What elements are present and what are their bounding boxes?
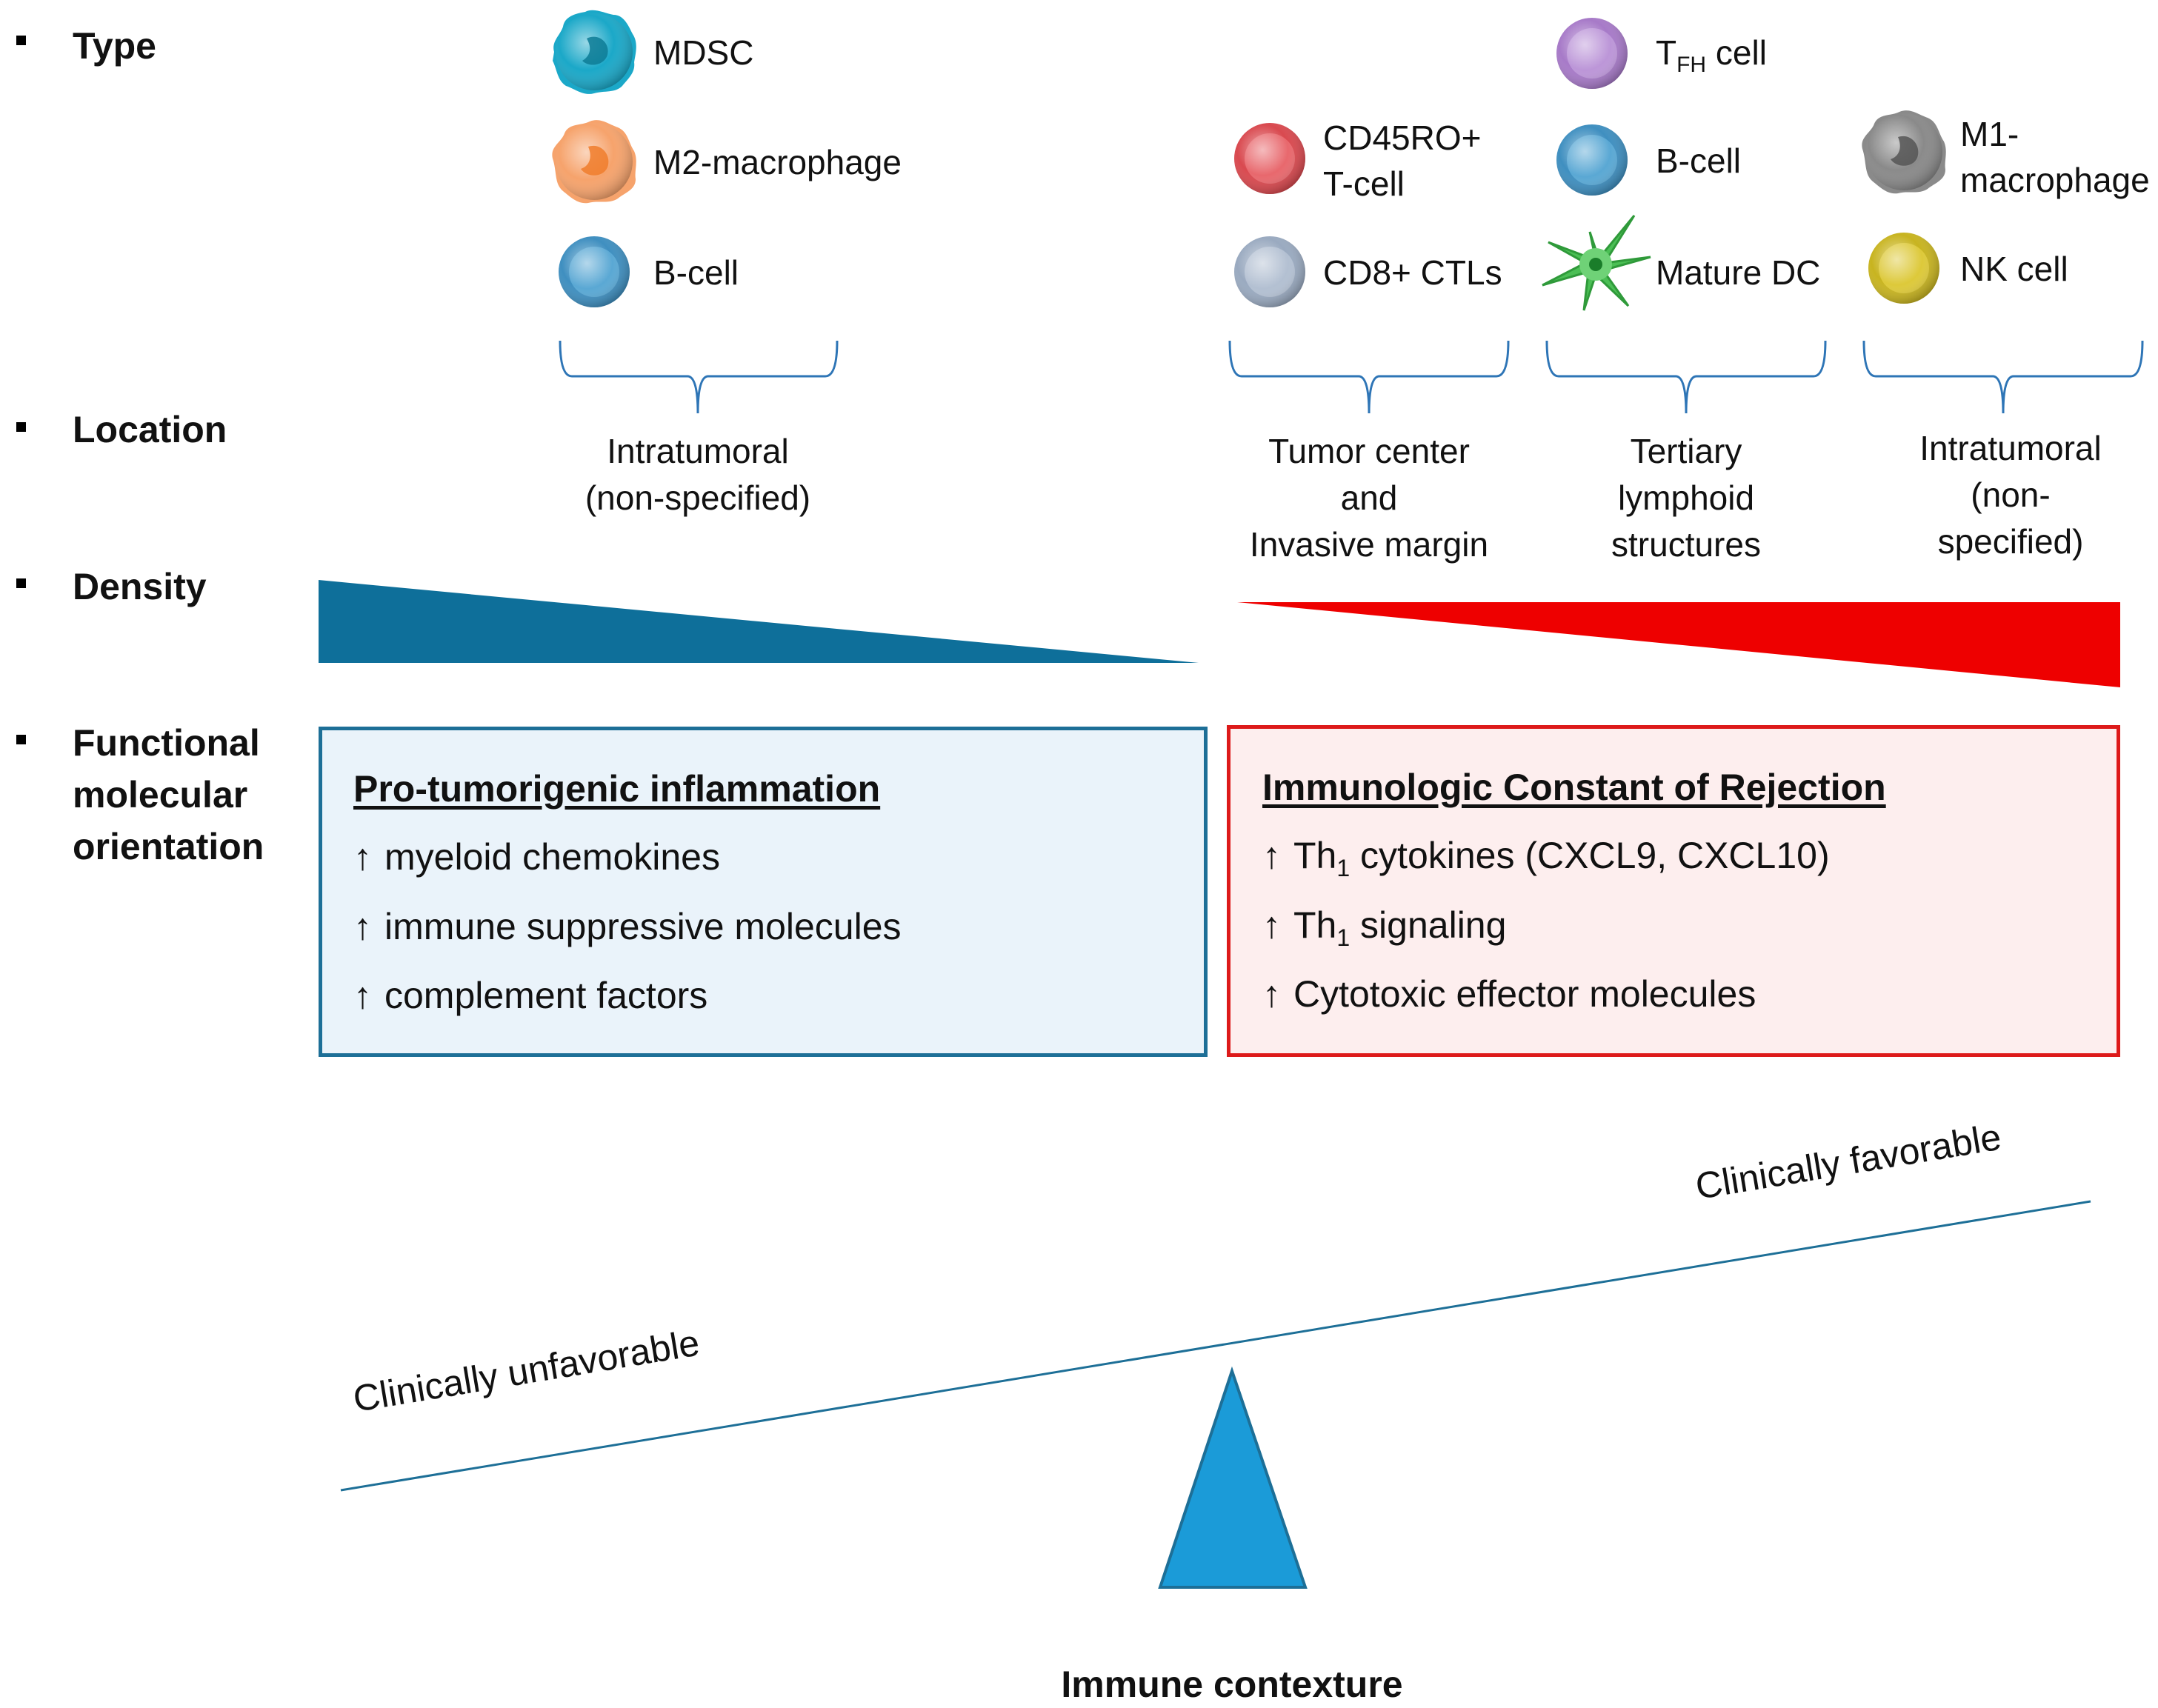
fulcrum-triangle (1158, 1366, 1308, 1589)
right-box-item-2-sub: 1 (1336, 924, 1351, 951)
b-cell-right-label: B-cell (1656, 141, 1742, 180)
left-box-item-2-text: immune suppressive molecules (384, 906, 902, 947)
pro-tumorigenic-box: Pro-tumorigenic inflammation ↑ myeloid ch… (319, 727, 1208, 1057)
balance-beam (340, 1200, 2091, 1492)
immunologic-constant-box: Immunologic Constant of Rejection ↑Th1 c… (1227, 725, 2120, 1057)
brace-right (1862, 340, 2144, 414)
b-cell-icon (559, 236, 630, 307)
functional-bullet (16, 735, 26, 744)
location-tertiary-line2: lymphoid (1617, 478, 1755, 517)
location-center-line1: Tumor center (1268, 432, 1470, 470)
nk-cell-icon (1868, 233, 1939, 304)
density-row-label: Density (73, 566, 207, 607)
functional-line-1: Functional (73, 722, 260, 764)
up-arrow-icon: ↑ (353, 906, 372, 947)
location-center-line3: Invasive margin (1249, 525, 1489, 564)
up-arrow-icon: ↑ (353, 836, 372, 878)
type-bullet (16, 36, 26, 45)
tfh-label-rest: cell (1706, 33, 1767, 72)
b-cell-right-icon (1556, 124, 1628, 196)
up-arrow-icon: ↑ (1262, 904, 1281, 946)
tfh-label: TFH cell (1656, 30, 1767, 88)
location-right-line1: Intratumoral (1919, 429, 2102, 467)
tfh-label-main: T (1656, 33, 1677, 72)
right-box-item-3-text: Cytotoxic effector molecules (1293, 973, 1756, 1015)
cd45ro-t-cell-icon (1234, 123, 1305, 194)
location-right-line3: specified) (1937, 522, 2084, 561)
m2-macrophage-icon (552, 120, 636, 204)
location-left: Intratumoral (non-specified) (527, 428, 868, 521)
location-right: Intratumoral (non- specified) (1877, 425, 2144, 565)
b-cell-label: B-cell (653, 253, 739, 292)
left-box-item-1-text: myeloid chemokines (384, 836, 720, 878)
location-center-line2: and (1340, 478, 1398, 517)
left-box-item-2: ↑ immune suppressive molecules (353, 905, 902, 948)
immunologic-constant-title: Immunologic Constant of Rejection (1262, 767, 1886, 808)
right-box-item-1-post: cytokines (CXCL9, CXCL10) (1350, 835, 1830, 876)
m2-macrophage-label: M2-macrophage (653, 143, 902, 181)
mature-dc-label: Mature DC (1656, 253, 1821, 292)
location-left-line2: (non-specified) (585, 478, 811, 517)
right-box-item-1-pre: Th (1293, 835, 1337, 876)
brace-tertiary (1545, 340, 1827, 414)
cd45ro-label-line2: T-cell (1323, 164, 1405, 203)
right-box-item-3: ↑ Cytotoxic effector molecules (1262, 973, 1756, 1015)
m1-macrophage-label: M1- macrophage (1960, 111, 2150, 203)
location-row-label: Location (73, 409, 227, 450)
location-tertiary: Tertiary lymphoid structures (1545, 428, 1827, 568)
mdsc-label: MDSC (653, 33, 754, 72)
up-arrow-icon: ↑ (353, 975, 372, 1016)
functional-line-2: molecular (73, 774, 248, 815)
right-box-item-1-sub: 1 (1336, 855, 1351, 881)
mdsc-icon (553, 10, 636, 94)
density-wedge-left (319, 580, 1199, 663)
right-box-item-1: ↑ Th1 cytokines (CXCL9, CXCL10) (1262, 834, 1830, 882)
location-right-line2: (non- (1971, 476, 2051, 514)
left-box-item-1: ↑ myeloid chemokines (353, 835, 720, 878)
functional-row-label: Functional molecular orientation (73, 717, 264, 873)
tfh-cell-icon (1556, 18, 1628, 89)
density-wedge-right (1237, 602, 2120, 687)
cd45ro-label-line1: CD45RO+ (1323, 119, 1482, 157)
cd8-label: CD8+ CTLs (1323, 253, 1502, 292)
density-bullet (16, 578, 26, 588)
immune-contexture-caption: Immune contexture (1061, 1664, 1403, 1705)
brace-center (1228, 340, 1510, 414)
type-row-label: Type (73, 25, 156, 67)
mature-dc-icon (1542, 215, 1651, 311)
left-box-item-3-text: complement factors (384, 975, 708, 1016)
cd45ro-label: CD45RO+ T-cell (1323, 115, 1481, 207)
tfh-label-sub: FH (1676, 53, 1707, 78)
location-tertiary-line1: Tertiary (1630, 432, 1742, 470)
location-bullet (16, 422, 26, 432)
pro-tumorigenic-title: Pro-tumorigenic inflammation (353, 768, 881, 810)
location-center: Tumor center and Invasive margin (1206, 428, 1532, 568)
cd8-ctl-icon (1234, 236, 1305, 307)
m1-label-line1: M1- (1960, 115, 2019, 153)
location-tertiary-line3: structures (1611, 525, 1761, 564)
up-arrow-icon: ↑ (1262, 835, 1281, 876)
m1-label-line2: macrophage (1960, 161, 2150, 199)
right-box-item-2-post: signaling (1350, 904, 1507, 946)
left-box-item-3: ↑ complement factors (353, 974, 707, 1017)
right-box-item-2: ↑ Th1 signaling (1262, 904, 1506, 952)
functional-line-3: orientation (73, 826, 264, 867)
up-arrow-icon: ↑ (1262, 973, 1281, 1015)
nk-cell-label: NK cell (1960, 250, 2068, 288)
right-box-item-2-pre: Th (1293, 904, 1337, 946)
brace-left (559, 340, 839, 414)
location-left-line1: Intratumoral (607, 432, 789, 470)
m1-macrophage-icon (1862, 110, 1946, 194)
